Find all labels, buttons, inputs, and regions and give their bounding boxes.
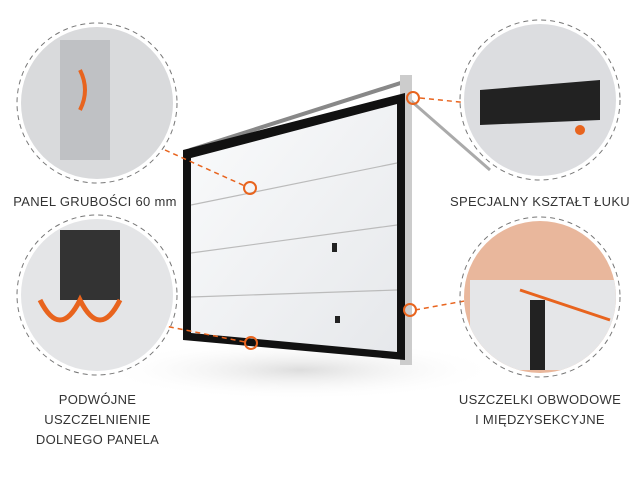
label-special-arc: SPECJALNY KSZTAŁT ŁUKU <box>450 194 630 209</box>
label-panel-thickness: PANEL GRUBOŚCI 60 mm <box>13 194 177 209</box>
arc-rail <box>409 98 491 172</box>
detail-panel-thickness <box>16 22 178 184</box>
label-perimeter-seals: USZCZELKI OBWODOWE I MIĘDZYSEKCYJNE <box>450 390 630 430</box>
label-line: USZCZELKI OBWODOWE <box>458 392 622 407</box>
garage-door <box>183 93 405 360</box>
detail-perimeter-seals <box>459 216 621 378</box>
detail-special-arc <box>459 19 621 181</box>
label-double-seal: PODWÓJNE USZCZELNIENIE DOLNEGO PANELA <box>10 390 185 450</box>
callout-lines <box>159 97 471 343</box>
callout-markers <box>243 91 420 350</box>
label-line: DOLNEGO PANELA <box>35 432 160 447</box>
label-line: USZCZELNIENIE <box>44 412 151 427</box>
top-rail <box>189 78 411 152</box>
label-line: I MIĘDZYSEKCYJNE <box>475 412 605 427</box>
detail-double-seal <box>16 214 178 376</box>
label-line: PODWÓJNE <box>58 392 137 407</box>
